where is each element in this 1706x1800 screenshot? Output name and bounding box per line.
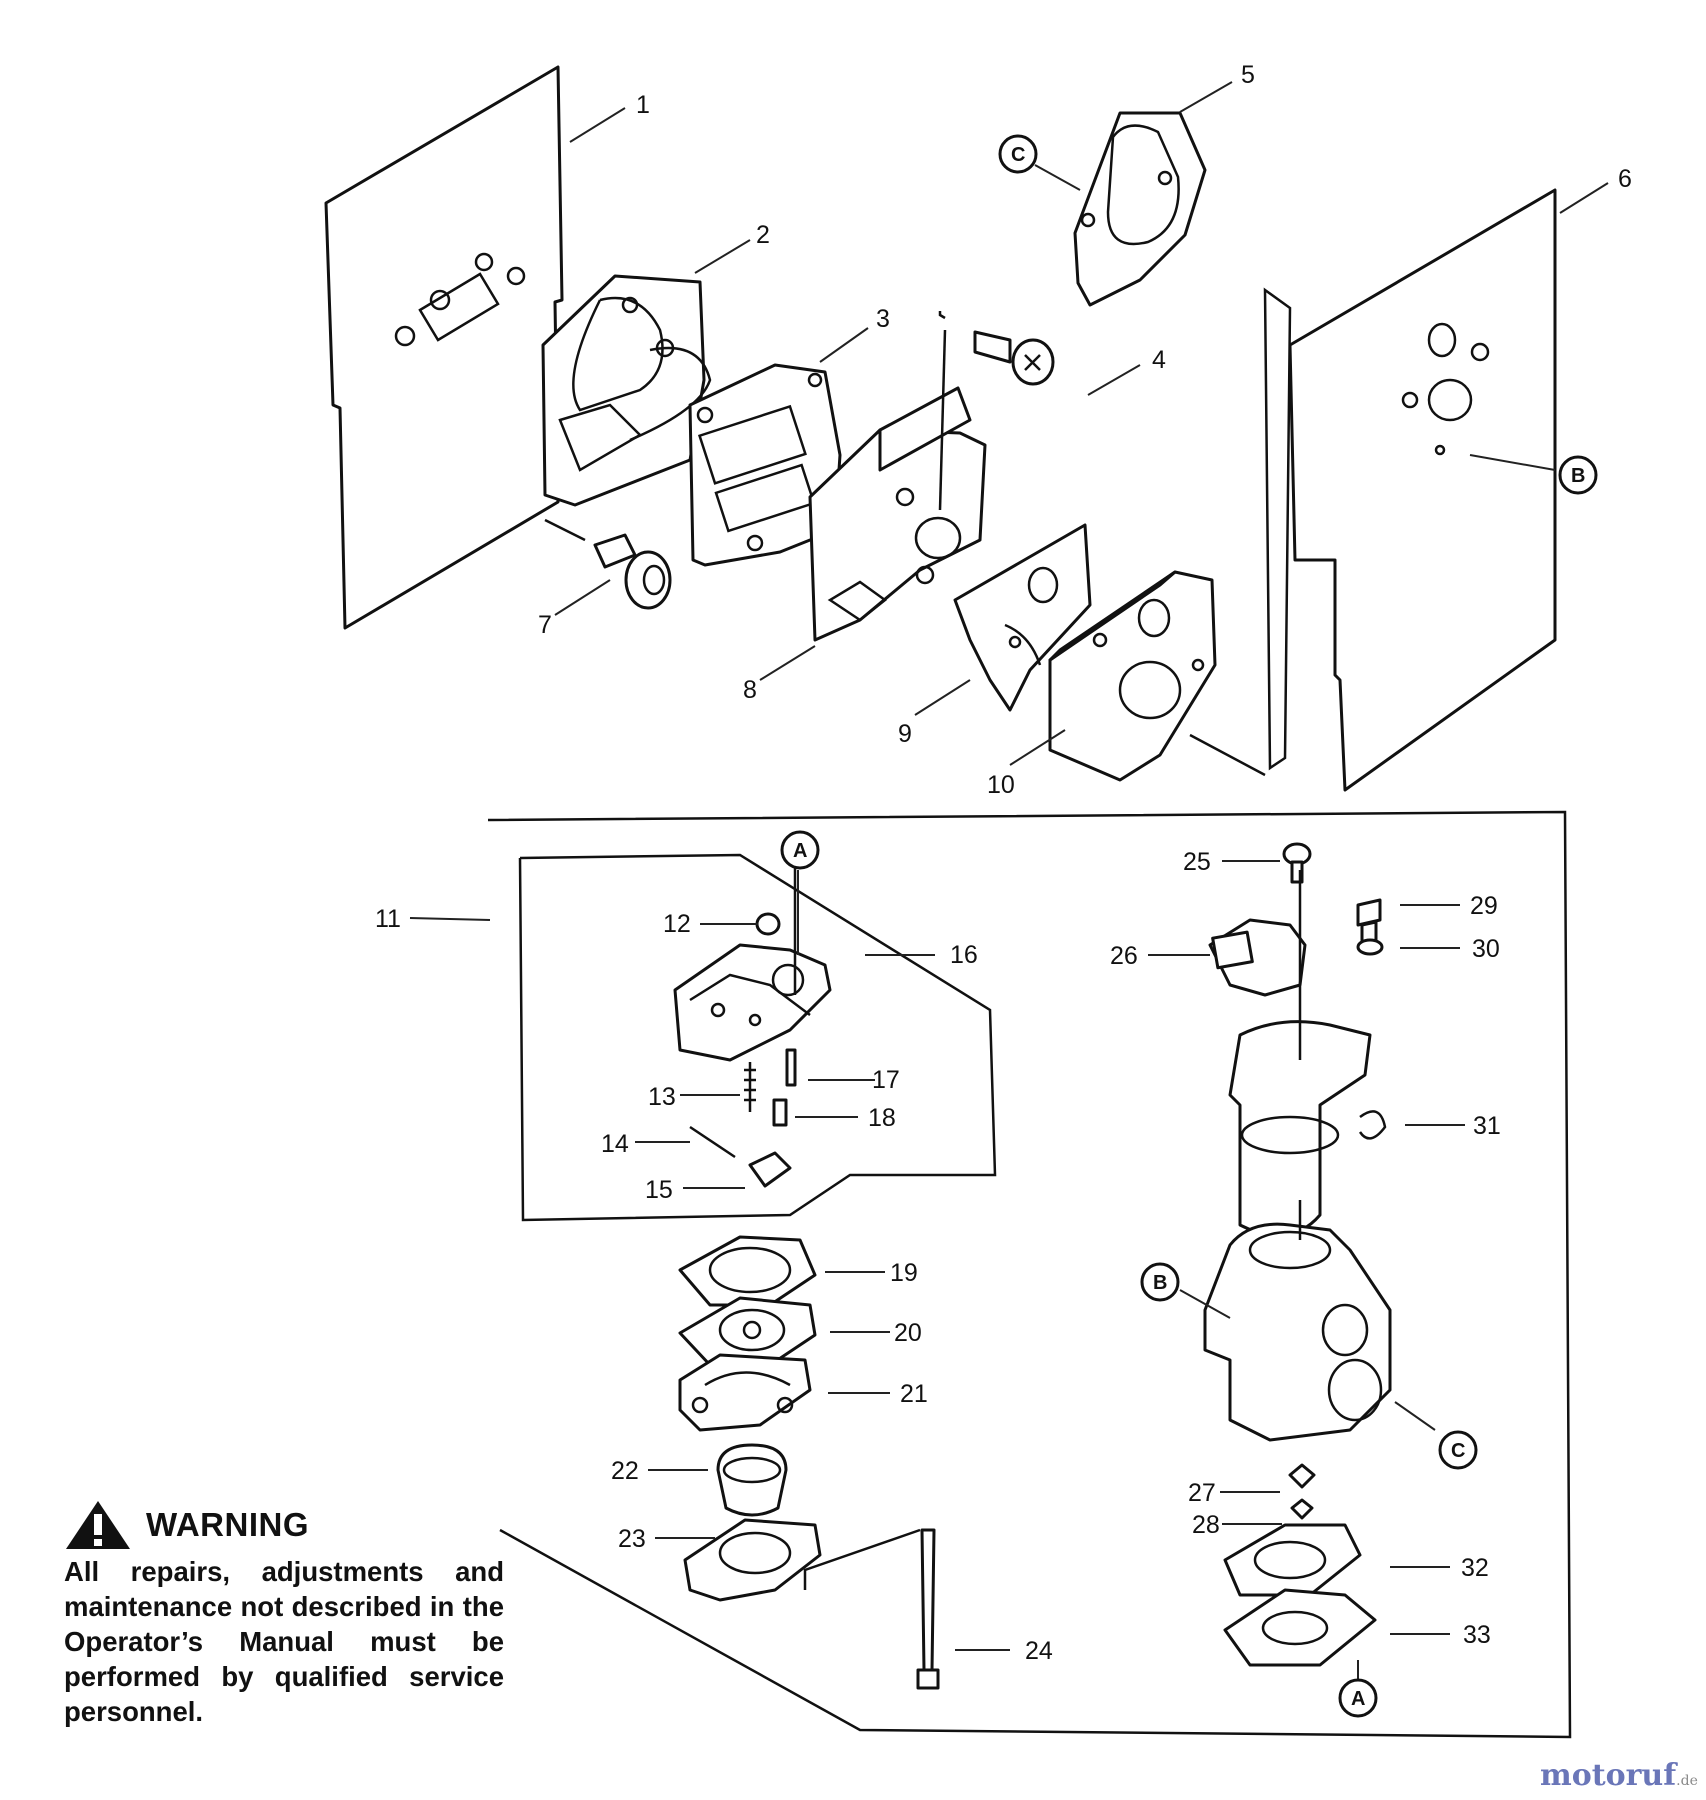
part-14-pin [689,1125,736,1159]
carburetor-throttle-body [1228,870,1372,1237]
part-12-cap [755,912,781,936]
part-23-cover-plate [683,1518,822,1602]
watermark-brand: motoruf [1540,1758,1677,1793]
ref-label: C [1011,144,1025,166]
part-1-gasket [324,65,564,630]
reference-marker-a-bottom: A [1338,1678,1378,1718]
part-8-insulator [808,329,987,642]
ref-label: C [1451,1440,1465,1462]
part-25-screw [1282,842,1312,884]
callout-5: 5 [1241,61,1255,89]
warning-notice: WARNING All repairs, adjustments and mai… [64,1498,504,1729]
part-26-lever [1208,918,1307,997]
callout-11: 11 [375,905,401,933]
callout-23: 23 [618,1525,646,1553]
part-30-washer [1356,938,1384,956]
warning-text: All repairs, adjustments and maintenance… [64,1556,504,1727]
part-18-needle [772,1098,788,1127]
part-32-gasket [1223,1523,1362,1597]
part-16-pump-body [673,850,832,1062]
part-31-clip [1358,1110,1387,1140]
assembly-11-outline [487,810,1572,1739]
part-28-valve [1290,1498,1314,1520]
callout-1: 1 [636,91,650,119]
callout-33: 33 [1463,1621,1491,1649]
callout-25: 25 [1183,848,1211,876]
callout-17: 17 [872,1066,900,1094]
callout-3: 3 [876,305,890,333]
callout-2: 2 [756,221,770,249]
callout-32: 32 [1461,1554,1489,1582]
part-19-gasket [678,1235,817,1307]
callout-20: 20 [894,1319,922,1347]
callout-26: 26 [1110,942,1138,970]
part-13-spring [744,1062,756,1112]
callout-4: 4 [1152,346,1166,374]
reference-marker-a-top: A [780,830,820,870]
callout-18: 18 [868,1104,896,1132]
part-3-gasket [688,363,842,567]
part-4-screw [938,311,1055,386]
callout-8: 8 [743,676,757,704]
callout-14: 14 [601,1130,629,1158]
callout-12: 12 [663,910,691,938]
carburetor-main-body [1203,1200,1392,1442]
part-7-bolt [593,533,672,610]
part-5-gasket [1073,111,1207,307]
callout-9: 9 [898,720,912,748]
part-29-plug [1356,898,1382,945]
part-2-carb-mount [541,274,712,542]
leader-lines [409,81,1609,1680]
callout-15: 15 [645,1176,673,1204]
warning-title: WARNING [146,1506,309,1543]
callout-27: 27 [1188,1479,1216,1507]
watermark-logo: motoruf.de [1540,1758,1698,1793]
ref-label: A [1351,1688,1365,1710]
warning-triangle-icon [66,1501,130,1549]
callout-7: 7 [538,611,552,639]
part-6-gasket [1263,188,1557,792]
reference-marker-c-lower: C [1438,1430,1478,1470]
part-22-cup [716,1443,788,1517]
callout-labels: 1 2 3 4 5 6 7 8 9 10 11 12 13 14 15 16 1… [375,61,1632,1665]
part-9-gasket [953,523,1092,712]
part-17-screw [785,1048,797,1087]
part-20-diaphragm [678,1296,817,1367]
part-27-valve [1288,1463,1316,1489]
callout-21: 21 [900,1380,928,1408]
part-21-pump-cover [678,1353,812,1432]
callout-19: 19 [890,1259,918,1287]
ref-label: B [1153,1272,1167,1294]
callout-28: 28 [1192,1511,1220,1539]
ref-label: B [1571,465,1585,487]
callout-30: 30 [1472,935,1500,963]
part-15-lever [748,1151,792,1188]
subassembly-16-outline [518,853,997,1222]
watermark-suffix: .de [1676,1773,1698,1789]
callout-16: 16 [950,941,978,969]
reference-marker-b-lower: B [1140,1262,1180,1302]
reference-marker-c-top: C [998,134,1038,174]
part-10-spacer [1048,570,1266,782]
callout-6: 6 [1618,165,1632,193]
warning-header: WARNING [64,1498,504,1552]
part-33-diaphragm [1223,1588,1377,1667]
part-24-long-screw [803,1528,940,1690]
callout-10: 10 [987,771,1015,799]
callout-22: 22 [611,1457,639,1485]
callout-13: 13 [648,1083,676,1111]
callout-24: 24 [1025,1637,1053,1665]
ref-label: A [793,840,807,862]
reference-marker-b-right: B [1558,455,1598,495]
callout-29: 29 [1470,892,1498,920]
callout-31: 31 [1473,1112,1501,1140]
